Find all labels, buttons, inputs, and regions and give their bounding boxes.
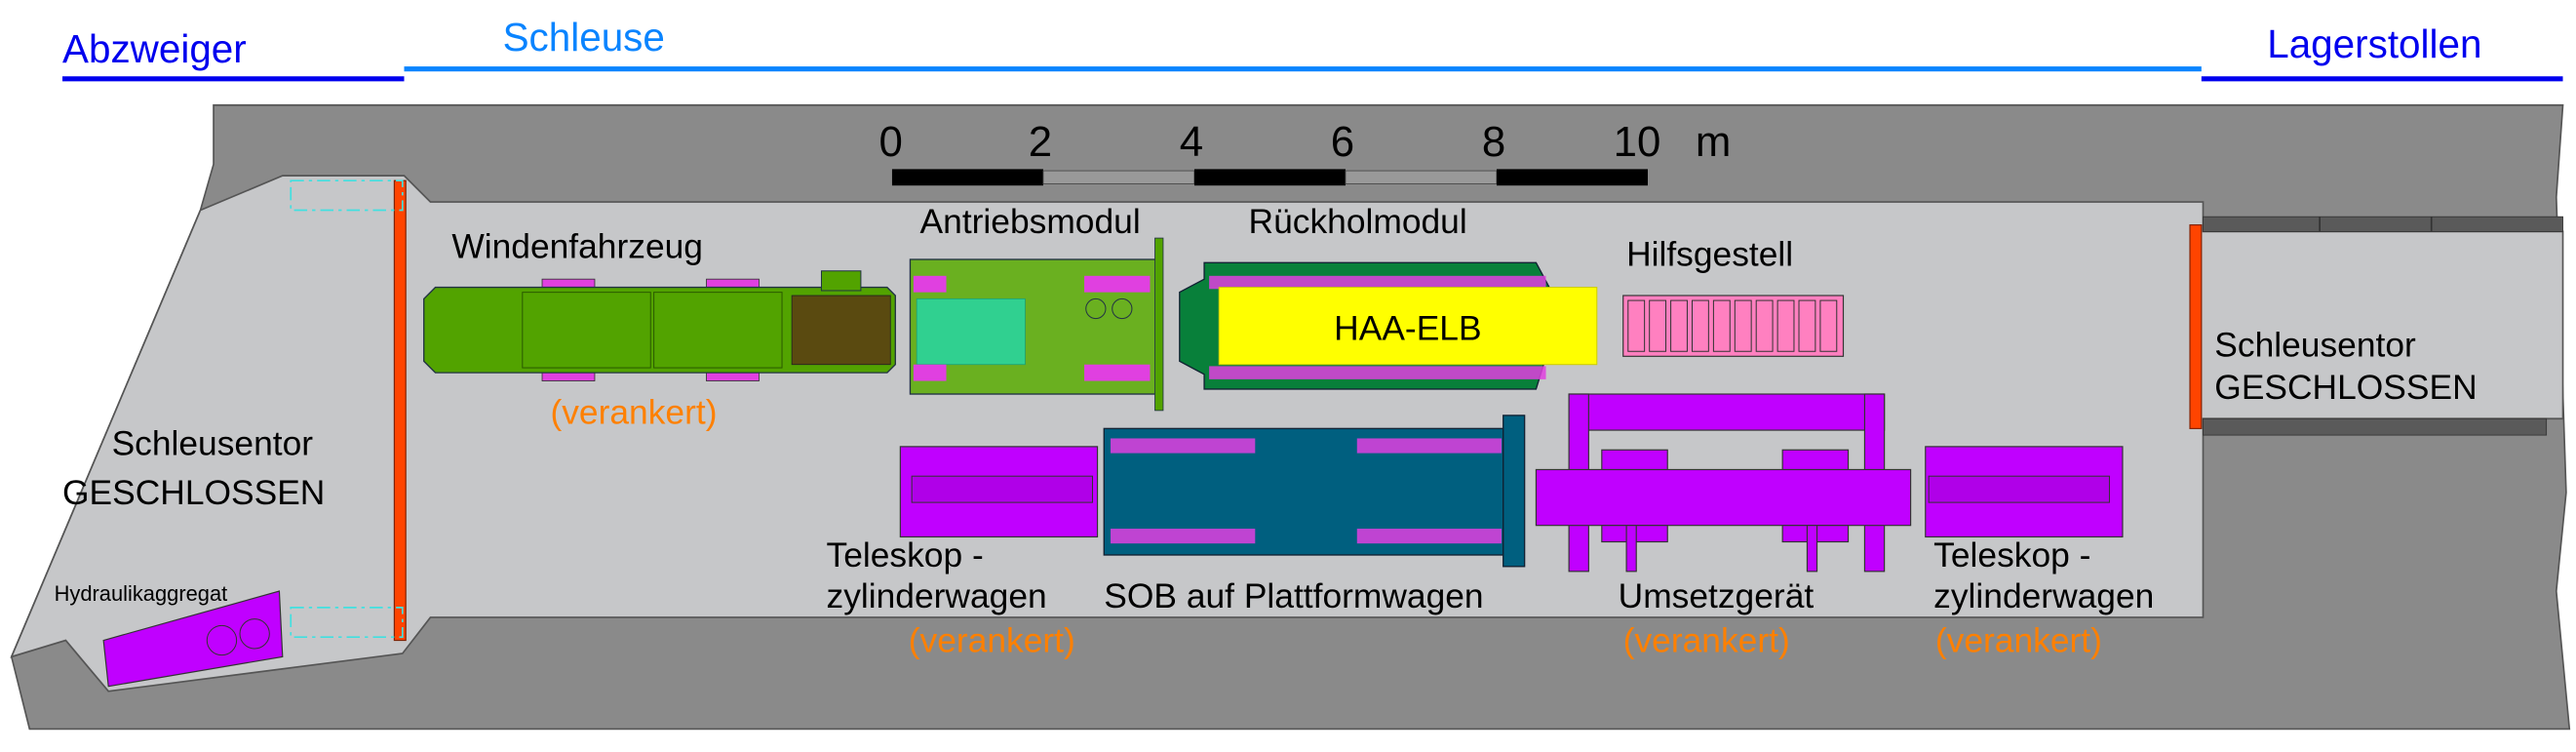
cask-label: HAA-ELB — [1334, 309, 1481, 347]
scale-tick-10: 10 — [1614, 118, 1661, 166]
hydraulic-unit-label: Hydraulikaggregat — [55, 581, 228, 606]
aux-frame-label: Hilfsgestell — [1626, 236, 1793, 274]
gate-left-label-line1: Schleusentor — [112, 424, 314, 462]
scale-bar: 0 2 4 6 8 10 m — [878, 118, 1731, 186]
gate-cylinder-bottom — [290, 607, 404, 639]
gate-left-label-line2: GESCHLOSSEN — [62, 474, 325, 512]
gate-left — [393, 179, 407, 642]
telescope-left-line2: zylinderwagen — [827, 577, 1047, 615]
storage-tunnel-lining-bottom — [2203, 417, 2548, 436]
section-label-abzweiger: Abzweiger — [62, 26, 247, 71]
telescope-wagon-right — [1925, 446, 2124, 538]
scale-tick-8: 8 — [1482, 118, 1505, 166]
winch-vehicle-status: (verankert) — [550, 393, 717, 431]
transfer-device — [1535, 393, 1912, 573]
scale-tick-6: 6 — [1331, 118, 1354, 166]
section-headers: Abzweiger Schleuse Lagerstollen — [62, 15, 2563, 82]
storage-tunnel-lining-top — [2203, 216, 2563, 232]
winch-vehicle-label: Windenfahrzeug — [451, 227, 703, 265]
return-module-label: Rückholmodul — [1249, 203, 1467, 241]
scale-tick-2: 2 — [1029, 118, 1052, 166]
gate-right-label-line2: GESCHLOSSEN — [2214, 369, 2477, 407]
section-label-lagerstollen: Lagerstollen — [2267, 21, 2481, 66]
gate-right — [2189, 224, 2203, 429]
aux-frame — [1622, 295, 1845, 357]
section-label-schleuse: Schleuse — [503, 15, 665, 59]
hydraulic-unit — [102, 590, 284, 688]
cask-haa-elb — [1218, 287, 1598, 366]
winch-vehicle — [423, 270, 896, 381]
telescope-left-line1: Teleskop - — [827, 536, 984, 574]
telescope-left-status: (verankert) — [909, 621, 1075, 659]
drive-module — [909, 237, 1164, 412]
drive-module-label: Antriebsmodul — [920, 203, 1141, 241]
scale-tick-4: 4 — [1180, 118, 1203, 166]
gate-cylinder-top — [290, 179, 404, 212]
telescope-right-line2: zylinderwagen — [1933, 577, 2154, 615]
sob-platform-wagon — [1103, 415, 1526, 568]
scale-unit: m — [1696, 118, 1731, 166]
scale-tick-0: 0 — [878, 118, 902, 166]
gate-right-label-line1: Schleusentor — [2214, 326, 2416, 364]
telescope-right-status: (verankert) — [1935, 621, 2102, 659]
sob-label: SOB auf Plattformwagen — [1104, 577, 1483, 615]
transfer-device-status: (verankert) — [1623, 621, 1790, 659]
telescope-wagon-left — [899, 446, 1099, 538]
telescope-right-line1: Teleskop - — [1933, 536, 2090, 574]
transfer-device-label: Umsetzgerät — [1619, 577, 1815, 615]
